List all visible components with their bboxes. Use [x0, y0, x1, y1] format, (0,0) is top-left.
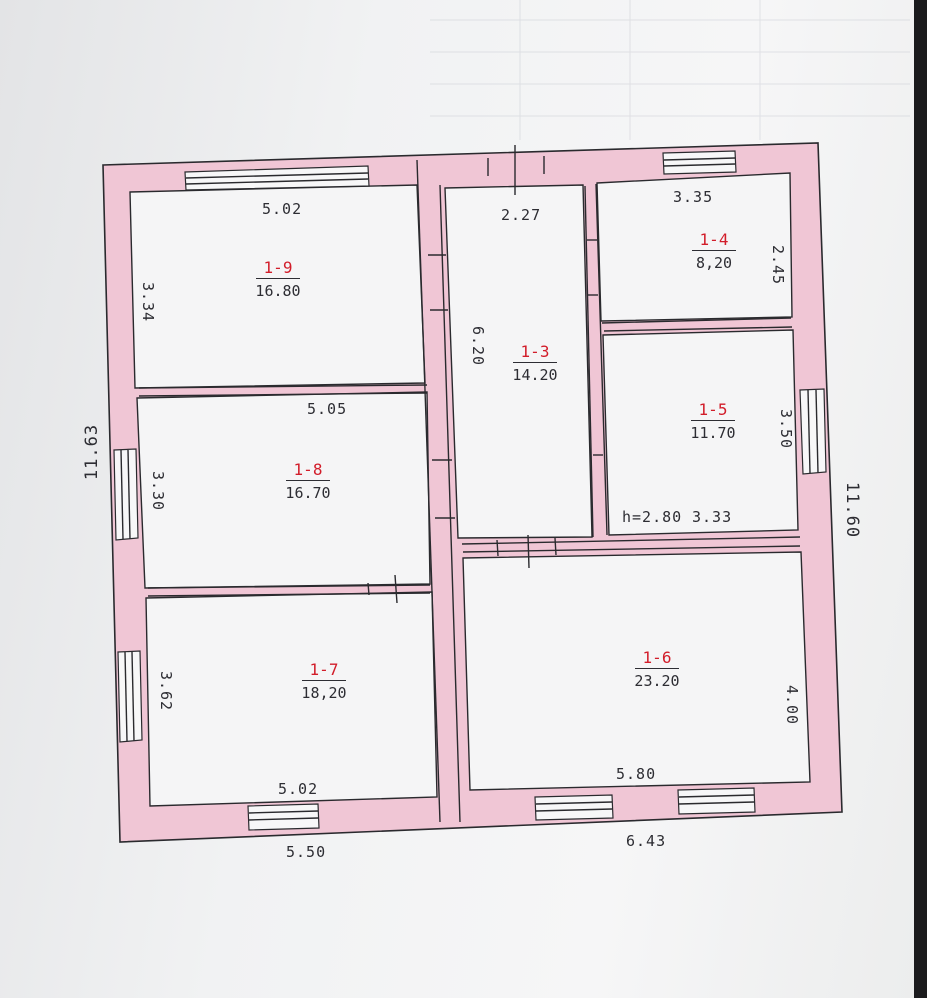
room-1-5: [602, 329, 799, 536]
room-area: 8,20: [695, 254, 733, 272]
door-marks: [138, 145, 801, 823]
dim-room5-height: 3.50: [777, 408, 796, 450]
windows: [113, 150, 827, 831]
dim-outer-right-height: 11.60: [842, 481, 863, 539]
table-edge: [914, 0, 927, 998]
dim-room3-height: 6.20: [469, 325, 488, 367]
dim-room7-height: 3.62: [157, 670, 176, 712]
room-area: 23.20: [634, 672, 680, 690]
dim-room8-height: 3.30: [149, 470, 168, 512]
room-area: 16.80: [255, 282, 301, 300]
room-area: 18,20: [301, 684, 347, 702]
room-id: 1-8: [293, 460, 323, 479]
room-tag-1-8: 1-8 16.70: [278, 460, 338, 502]
dim-outer-bottom-right: 6.43: [626, 832, 667, 850]
room-area: 16.70: [285, 484, 331, 502]
dim-room6-width: 5.80: [616, 765, 657, 783]
room-tag-1-9: 1-9 16.80: [250, 258, 306, 300]
dim-room9-height: 3.34: [139, 281, 158, 323]
room-id: 1-5: [698, 400, 728, 419]
dim-outer-bottom-left: 5.50: [286, 843, 327, 861]
room-tag-1-7: 1-7 18,20: [294, 660, 354, 702]
room-id: 1-9: [263, 258, 293, 277]
room-tag-1-3: 1-3 14.20: [507, 342, 563, 384]
dim-room4-height: 2.45: [769, 244, 788, 286]
room-tag-1-5: 1-5 11.70: [684, 400, 742, 442]
room-area: 14.20: [512, 366, 558, 384]
dim-room4-width: 3.35: [673, 188, 714, 206]
room-1-6: [462, 551, 811, 791]
room-1-4: [596, 172, 793, 322]
dim-room6-height: 4.00: [783, 684, 802, 726]
ruled-lines: [430, 0, 910, 140]
dim-top-left-width: 5.02: [262, 200, 303, 218]
room-tag-1-4: 1-4 8,20: [686, 230, 742, 272]
dim-room7-bottom-width: 5.02: [278, 780, 319, 798]
room-1-3: [444, 184, 593, 539]
room-id: 1-4: [699, 230, 729, 249]
dim-outer-left-height: 11.63: [82, 423, 103, 481]
room-id: 1-7: [309, 660, 339, 679]
room-id: 1-6: [642, 648, 672, 667]
room-tag-1-6: 1-6 23.20: [626, 648, 688, 690]
room-area: 11.70: [690, 424, 736, 442]
room-1-7: [145, 591, 438, 807]
dim-ceiling-height: h=2.80: [622, 508, 683, 526]
room-id: 1-3: [520, 342, 550, 361]
dim-room8-top-width: 5.05: [307, 400, 348, 418]
dim-room3-width: 2.27: [501, 206, 542, 224]
dim-room5-width: 3.33: [692, 508, 733, 526]
